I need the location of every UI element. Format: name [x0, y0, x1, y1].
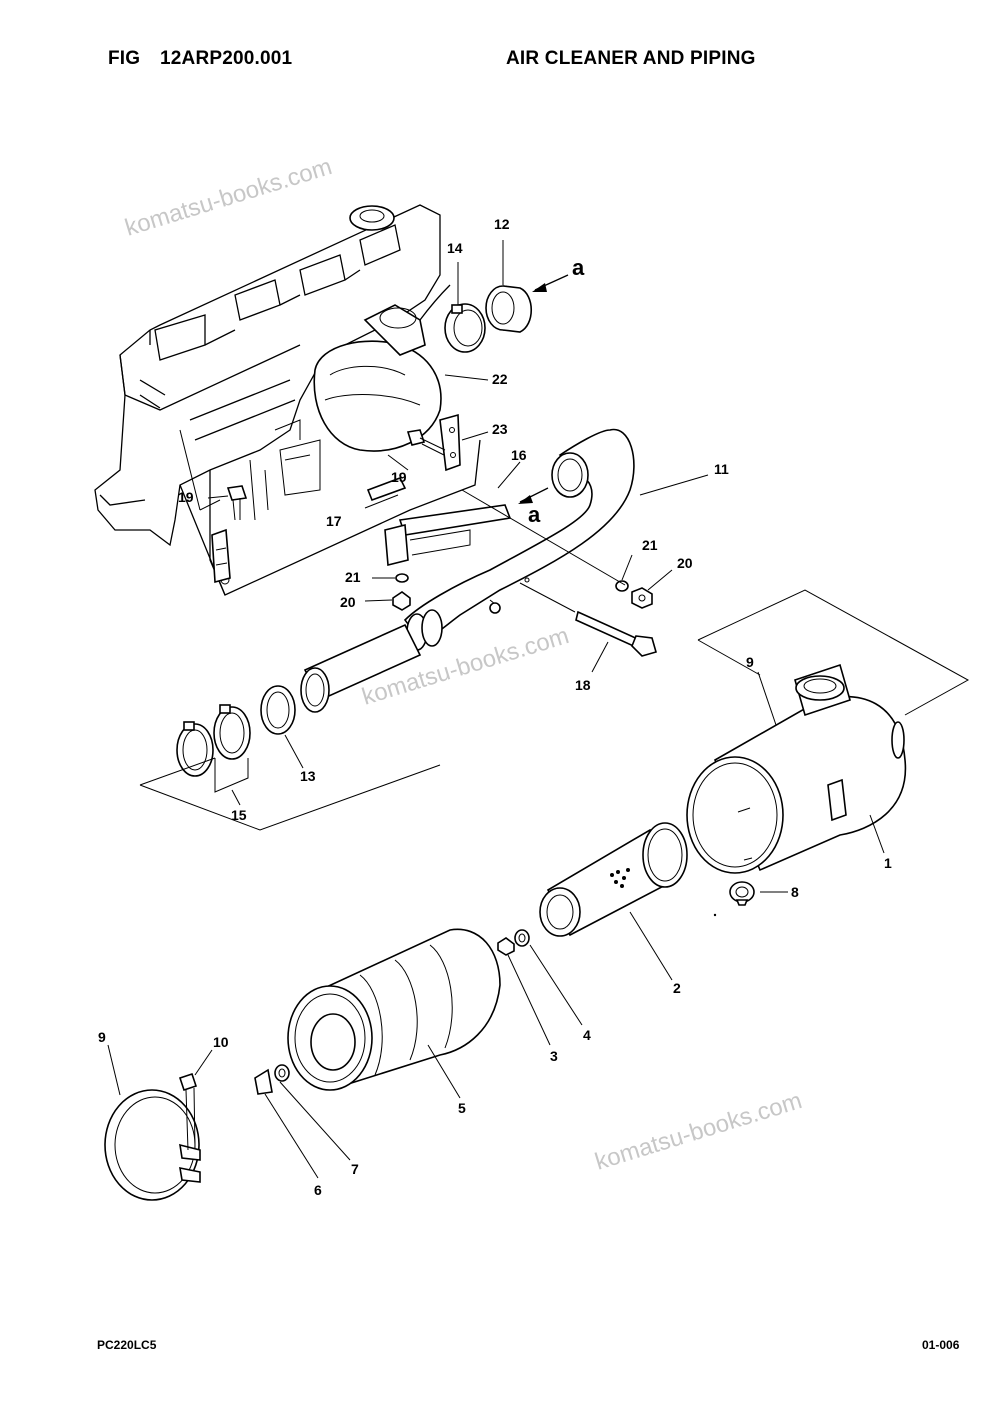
- part-8-vacuator-valve: [729, 881, 755, 906]
- callout-15: 15: [231, 807, 247, 823]
- callout-5: 5: [458, 1100, 466, 1116]
- part-7-washer: [274, 1064, 290, 1082]
- group-outline-15: [139, 757, 441, 831]
- callout-18: 18: [575, 677, 591, 693]
- part-16-bracket: [384, 504, 512, 567]
- callout-20-left: 20: [340, 594, 356, 610]
- callout-7: 7: [351, 1161, 359, 1177]
- callout-19-upper: 19: [391, 469, 407, 485]
- callout-2: 2: [673, 980, 681, 996]
- part-20-nut-left: [392, 591, 411, 611]
- part-4-washer: [514, 929, 530, 947]
- part-3-nut: [497, 937, 515, 956]
- part-20-nut-right: [631, 587, 653, 609]
- callout-16: 16: [511, 447, 527, 463]
- part-12-hose: [485, 285, 533, 333]
- callout-4: 4: [583, 1027, 591, 1043]
- watermark-top: komatsu-books.com: [122, 153, 335, 242]
- part-21-washer-right: [615, 580, 629, 592]
- part-22-turbocharger: [313, 284, 451, 452]
- page-title: AIR CLEANER AND PIPING: [506, 48, 756, 69]
- callout-23: 23: [492, 421, 508, 437]
- callout-17: 17: [326, 513, 342, 529]
- callout-numbers: 1 2 3 4 5 6 7 8 9 9 10 11 12 13 14 15 16…: [98, 216, 892, 1198]
- leader-lines: [107, 240, 885, 1179]
- callout-21-left: 21: [345, 569, 361, 585]
- callout-14: 14: [447, 240, 463, 256]
- stray-dot: [713, 913, 717, 917]
- callout-20-right: 20: [677, 555, 693, 571]
- part-19-bolt-upper: [406, 429, 446, 456]
- callout-9-upper: 9: [746, 654, 754, 670]
- callout-10: 10: [213, 1034, 229, 1050]
- callout-9-lower: 9: [98, 1029, 106, 1045]
- part-21-washer-left: [395, 573, 409, 583]
- part-1-air-cleaner-body: [686, 663, 907, 874]
- fig-number: 12ARP200.001: [160, 48, 293, 69]
- part-14-hose-clamp: [444, 303, 486, 353]
- watermark-bottom: komatsu-books.com: [592, 1087, 805, 1176]
- callout-3: 3: [550, 1048, 558, 1064]
- footer-model: PC220LC5: [97, 1338, 157, 1352]
- callout-13: 13: [300, 768, 316, 784]
- group-outline-9: [697, 589, 970, 716]
- part-19-bolt-left: [226, 485, 248, 521]
- part-17-tube: [366, 476, 407, 502]
- label-a-top: a: [572, 255, 585, 280]
- part-9-band-clamp: [104, 1089, 201, 1201]
- fig-label: FIG: [108, 48, 141, 69]
- part-15-hose-clamps: [176, 704, 251, 777]
- callout-11: 11: [714, 461, 729, 477]
- part-13-connector-tube: [260, 623, 422, 735]
- part-23-bracket: [439, 413, 461, 472]
- arrow-head-a-top: [532, 283, 547, 292]
- callout-8: 8: [791, 884, 799, 900]
- part-6-wing-nut: [254, 1068, 273, 1095]
- part-11-intake-elbow: [403, 428, 635, 651]
- engine-block: [94, 204, 481, 596]
- label-a-middle: a: [528, 502, 541, 527]
- callout-22: 22: [492, 371, 508, 387]
- callout-21-right: 21: [642, 537, 658, 553]
- part-18-long-bolt: [489, 577, 657, 657]
- bolt-axis-line: [461, 489, 626, 586]
- part-10-bolt: [178, 1072, 198, 1151]
- callout-6: 6: [314, 1182, 322, 1198]
- callout-12: 12: [494, 216, 510, 232]
- callout-19-left: 19: [178, 489, 194, 505]
- part-2-inner-element: [539, 822, 688, 937]
- callout-1: 1: [884, 855, 892, 871]
- part-5-outer-element: [287, 928, 501, 1091]
- arrow-head-a-middle: [518, 495, 533, 504]
- footer-page-number: 01-006: [922, 1338, 960, 1352]
